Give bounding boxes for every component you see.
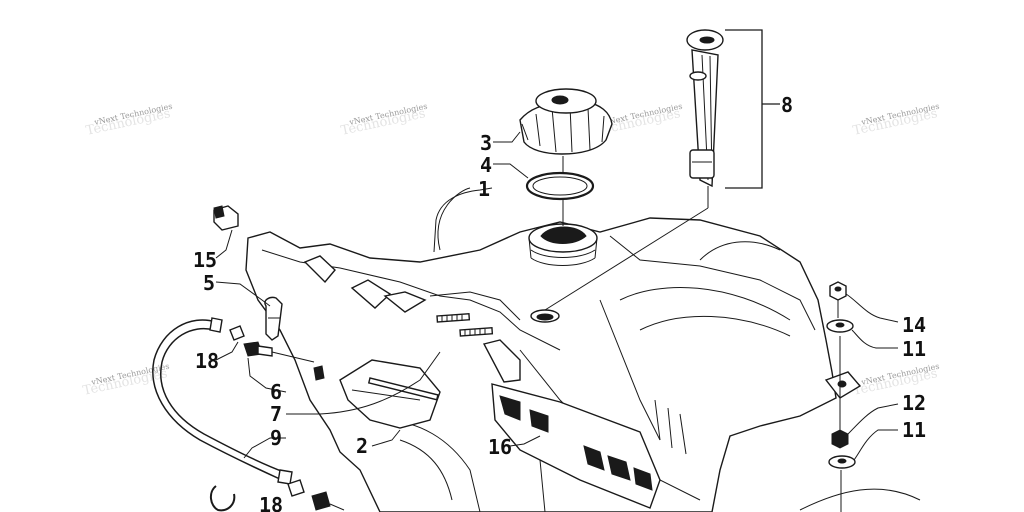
callout-14: 14 [902,313,926,337]
studs-7 [367,313,494,401]
callouts: 1 2 3 4 5 6 7 8 9 11 11 12 14 15 16 18 1… [193,93,926,512]
clamp-18a [229,325,245,341]
callout-3: 3 [480,131,492,155]
callout-4: 4 [480,153,492,177]
clamp-18b [287,479,345,511]
callout-1: 1 [478,177,490,201]
bracket-line [725,29,780,189]
hardware-right [826,281,856,469]
fuel-sender [686,29,724,188]
clip-15 [213,205,239,231]
callout-8: 8 [781,93,793,117]
callout-12: 12 [902,391,926,415]
assembly-lines [544,156,842,512]
callout-11a: 11 [902,337,926,361]
callout-7: 7 [270,402,282,426]
fitting-6 [243,341,325,381]
fuel-cap [519,88,613,155]
callout-15: 15 [193,248,217,272]
o-ring [525,171,595,201]
leader-lines [215,131,899,461]
fuel-tank [245,187,921,512]
callout-6: 6 [270,380,282,404]
callout-5: 5 [203,271,215,295]
callout-11b: 11 [902,418,926,442]
spring-clamp [210,485,236,512]
callout-16: 16 [488,435,512,459]
callout-9: 9 [270,426,282,450]
callout-18b: 18 [259,493,283,512]
callout-18a: 18 [195,349,219,373]
fuel-hose [152,317,293,485]
callout-2: 2 [356,434,368,458]
